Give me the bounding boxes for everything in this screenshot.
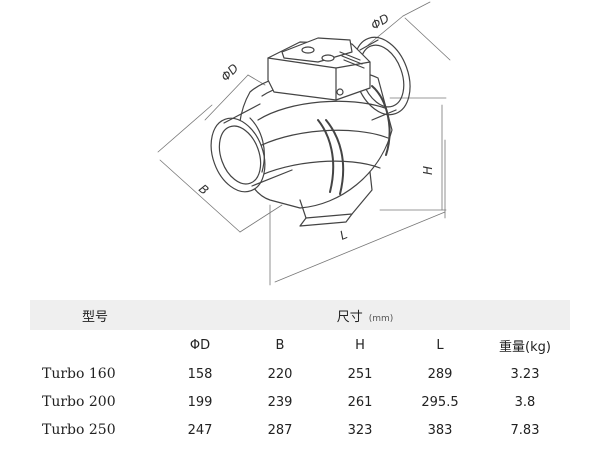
fan-technical-drawing: ΦD ΦD B H L: [157, 1, 451, 286]
value-cell: 239: [267, 394, 293, 410]
value-cell: 3.8: [514, 394, 536, 410]
column-header-row: ΦD B H L 重量(kg): [30, 330, 570, 360]
col-header-weight: 重量(kg): [499, 339, 551, 355]
value-cell: 220: [267, 366, 293, 382]
model-cell: Turbo 160: [42, 366, 116, 382]
value-cell: 287: [267, 422, 293, 438]
label-od-top: ΦD: [369, 11, 392, 32]
size-header: 尺寸 (mm): [160, 300, 571, 330]
size-unit: (mm): [368, 313, 394, 324]
table-header-row: 型号 尺寸 (mm): [30, 300, 571, 330]
label-h: H: [421, 166, 435, 175]
value-cell: 251: [347, 366, 373, 382]
label-od-left: ΦD: [218, 61, 241, 84]
value-cell: 199: [187, 394, 213, 410]
value-cell: 289: [427, 366, 453, 382]
empty-cell: [30, 330, 160, 360]
table-row: Turbo 250 247 287 323 383 7.83: [30, 416, 570, 444]
value-cell: 295.5: [421, 394, 459, 410]
value-cell: 7.83: [510, 422, 540, 438]
value-cell: 3.23: [510, 366, 540, 382]
col-header-b: B: [275, 337, 285, 353]
model-header: 型号: [30, 300, 160, 330]
value-cell: 323: [347, 422, 373, 438]
model-cell: Turbo 200: [42, 394, 116, 410]
spec-table: 型号 尺寸 (mm) ΦD B H L 重量(kg) Turbo 160 158 …: [30, 300, 571, 444]
col-header-l: L: [436, 337, 444, 353]
value-cell: 158: [187, 366, 213, 382]
value-cell: 383: [427, 422, 453, 438]
label-b: B: [196, 182, 211, 198]
table-row: Turbo 160 158 220 251 289 3.23: [30, 360, 570, 388]
value-cell: 261: [347, 394, 373, 410]
size-header-label: 尺寸: [336, 309, 363, 325]
table-row: Turbo 200 199 239 261 295.5 3.8: [30, 388, 570, 416]
label-l: L: [338, 227, 349, 242]
col-header-h: H: [355, 337, 365, 353]
model-cell: Turbo 250: [42, 422, 116, 438]
col-header-od: ΦD: [189, 337, 211, 353]
value-cell: 247: [187, 422, 213, 438]
